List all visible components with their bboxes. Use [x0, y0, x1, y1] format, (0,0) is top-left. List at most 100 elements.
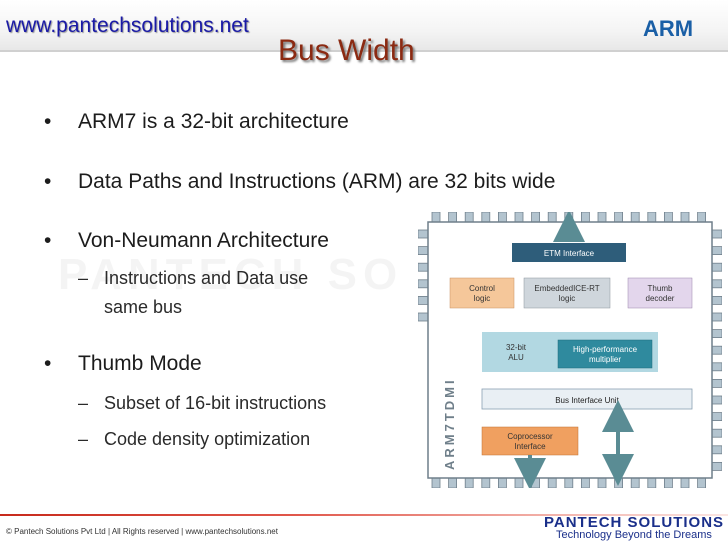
ice-label-1: EmbeddedICE-RT [534, 284, 599, 293]
chip-pin [448, 212, 458, 223]
watermark: PANTECH SO [58, 250, 403, 300]
chip-pin [711, 296, 722, 305]
sub-bullet-dash: – [78, 393, 89, 413]
chip-pin [498, 477, 507, 488]
mult-label-1: High-performance [573, 345, 638, 354]
footer-copyright: © Pantech Solutions Pvt Ltd | All Rights… [6, 527, 278, 536]
control-label-1: Control [469, 284, 495, 293]
mult-label-2: multiplier [589, 355, 621, 364]
bullet-text: Thumb Mode [78, 352, 202, 375]
sub-bullet-dash: – [78, 268, 89, 288]
chip-pin [418, 312, 429, 322]
chip-pin [711, 329, 722, 338]
chip-pin [580, 477, 590, 488]
chip-pin [711, 461, 722, 471]
sub-bullet-text: Subset of 16-bit instructions [104, 393, 327, 413]
sub-bullet-text: same bus [104, 297, 183, 317]
chip-pin [481, 477, 491, 488]
arm7tdmi-diagram: ETM Interface Control logic EmbeddedICE-… [418, 212, 722, 488]
bus-interface-unit-block [481, 388, 693, 410]
chip-pin [431, 477, 441, 488]
chip-pin [514, 477, 524, 488]
etm-label: ETM Interface [544, 249, 595, 258]
chip-pin [680, 477, 690, 488]
chip-pin [547, 477, 557, 488]
control-label-2: logic [474, 294, 490, 303]
chip-pin [418, 229, 429, 239]
chip-pin [531, 212, 540, 223]
chip-pin [680, 212, 690, 223]
chip-pin [418, 262, 429, 272]
thumb-decoder-block [627, 277, 693, 309]
chip-pin [531, 477, 540, 488]
chip-pin [564, 477, 574, 488]
chip-pin [464, 477, 474, 488]
arm-logo-text: ARM [643, 17, 693, 39]
chip-pin [663, 477, 673, 488]
bullet-text: Von-Neumann Architecture [78, 229, 329, 252]
chip-pin [697, 212, 707, 223]
control-logic-block [449, 277, 515, 309]
chip-pin [711, 445, 722, 455]
chip-pin [614, 477, 624, 488]
chip-pin [630, 477, 640, 488]
chip-pin [547, 212, 557, 223]
chip-pin [647, 212, 657, 223]
header-bar [0, 0, 728, 52]
bullet-text: Data Paths and Instructions (ARM) are 32… [78, 170, 556, 193]
footer-divider [0, 514, 728, 516]
chip-pin [564, 212, 574, 223]
chip-pin [498, 212, 507, 223]
slide-title: Bus Width [278, 34, 415, 67]
thumb-label-1: Thumb [648, 284, 673, 293]
coprocessor-block [481, 426, 579, 456]
chip-pin [711, 345, 722, 355]
chip-pin [711, 229, 722, 239]
brand-tagline: Technology Beyond the Dreams [556, 529, 712, 541]
chip-pin [580, 212, 590, 223]
chip-pin [448, 477, 458, 488]
chip-pin [614, 212, 624, 223]
chip-pin [711, 312, 722, 322]
chip-pin [597, 477, 607, 488]
chip-pin [711, 428, 722, 438]
chip-pin [464, 212, 474, 223]
chip-pin [514, 212, 524, 223]
bullet-dot: • [44, 229, 52, 252]
multiplier-block [557, 339, 653, 369]
chip-pin [711, 246, 722, 255]
chip-pin [711, 412, 722, 422]
coproc-label-1: Coprocessor [507, 432, 553, 441]
coproc-label-2: Interface [514, 442, 546, 451]
chip-pins [418, 212, 722, 488]
biu-label: Bus Interface Unit [555, 396, 619, 405]
thumb-label-2: decoder [646, 294, 675, 303]
bullet-dot: • [44, 110, 52, 133]
chip-pin [663, 212, 673, 223]
bullet-text: ARM7 is a 32-bit architecture [78, 110, 349, 133]
chip-pin [597, 212, 607, 223]
brand-logo: PANTECH SOLUTIONS [544, 514, 725, 531]
chip-pin [630, 212, 640, 223]
sub-bullet-dash: – [78, 429, 89, 449]
chip-pin [418, 246, 429, 255]
bullet-dot: • [44, 170, 52, 193]
site-url[interactable]: www.pantechsolutions.net [6, 14, 249, 37]
alu-label-2: ALU [508, 353, 524, 362]
chip-pin [647, 477, 657, 488]
chip-pin [711, 378, 722, 388]
alu-label-1: 32-bit [506, 343, 527, 352]
sub-bullet-text: Code density optimization [104, 429, 311, 449]
chip-pin [697, 477, 707, 488]
ice-label-2: logic [559, 294, 575, 303]
chip-pin [481, 212, 491, 223]
bullet-dot: • [44, 352, 52, 375]
chip-pin [418, 279, 429, 289]
etm-block [512, 243, 626, 262]
arm-logo: ARM [643, 17, 693, 39]
chip-pin [711, 395, 722, 405]
embeddedice-block [523, 277, 611, 309]
chip-pin [711, 362, 722, 372]
header-divider [0, 50, 728, 52]
chip-pin [418, 296, 429, 305]
